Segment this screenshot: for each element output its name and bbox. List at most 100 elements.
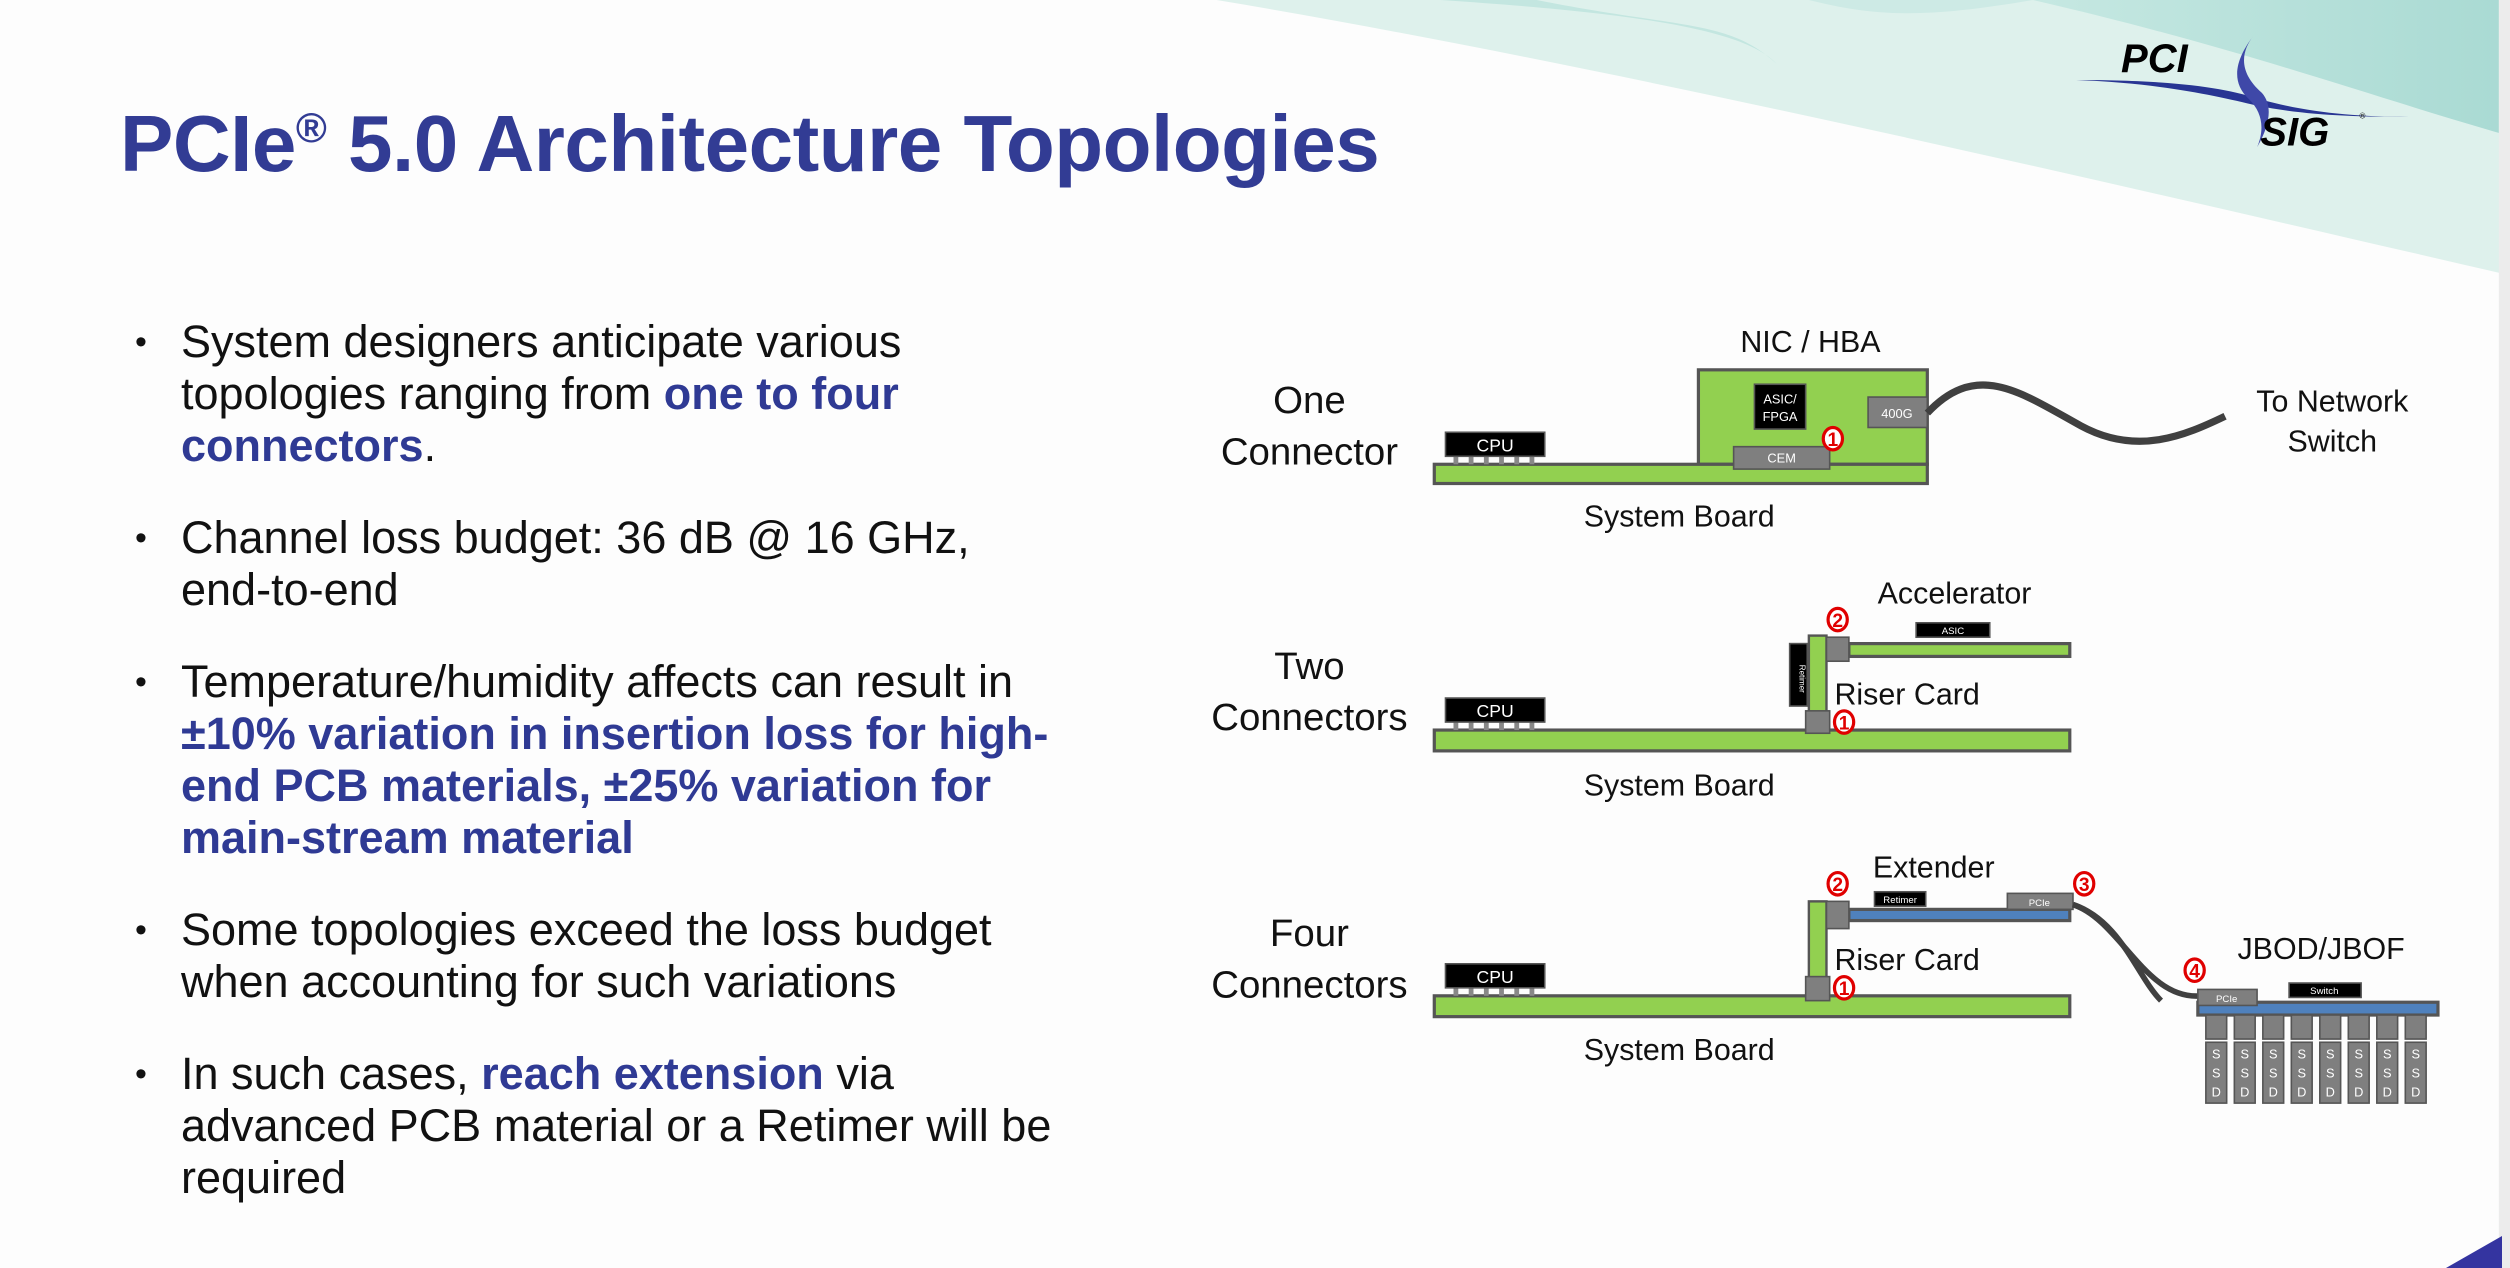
bullet-text: topologies ranging from [181, 368, 664, 419]
connector-number-badge: 2 [1826, 870, 1849, 897]
logo-text-pci: PCI [2121, 37, 2189, 81]
port-400g [1867, 396, 1929, 429]
emphasis-text: end PCB materials, ±25% variation for [181, 760, 991, 811]
svg-text:S: S [2326, 1065, 2335, 1080]
svg-text:System Board: System Board [1584, 1033, 1775, 1067]
svg-text:S: S [2297, 1046, 2306, 1061]
bullet-line: System designers anticipate various [181, 316, 1051, 368]
teal-wave-band [2032, 0, 2510, 137]
svg-text:To Network: To Network [2256, 384, 2409, 418]
svg-text:4: 4 [2189, 961, 2200, 982]
svg-text:Connectors: Connectors [1211, 696, 1407, 739]
bullet-line: when accounting for such variations [181, 956, 1051, 1008]
bullet-icon: • [135, 519, 147, 557]
bullet-text: In such cases, [181, 1048, 482, 1099]
svg-text:2: 2 [1832, 611, 1843, 632]
ssd-drive: SSD [2262, 1014, 2285, 1104]
ssd-drive: SSD [2319, 1014, 2342, 1104]
svg-text:S: S [2411, 1046, 2420, 1061]
bullet-line: Some topologies exceed the loss budget [181, 904, 1051, 956]
bullet-icon: • [135, 1055, 147, 1093]
svg-text:FPGA: FPGA [1763, 409, 1798, 424]
svg-text:Retimer: Retimer [1797, 665, 1806, 693]
bullet-text: when accounting for such variations [181, 956, 897, 1007]
bullet-line: end-to-end [181, 564, 1051, 616]
bullet-line: topologies ranging from one to four [181, 368, 1051, 420]
svg-text:400G: 400G [1881, 406, 1912, 421]
page-title: PCIe® 5.0 Architecture Topologies [120, 99, 1380, 188]
emphasis-text: connectors [181, 420, 424, 471]
svg-text:Two: Two [1274, 645, 1344, 688]
svg-text:1: 1 [1839, 713, 1850, 734]
svg-text:S: S [2297, 1065, 2306, 1080]
bullet-line: Channel loss budget: 36 dB @ 16 GHz, [181, 512, 1051, 564]
emphasis-text: ±10% variation in insertion loss for hig… [181, 708, 1049, 759]
svg-text:CPU: CPU [1477, 701, 1514, 721]
bullet-icon: • [135, 323, 147, 361]
bullet-text: . [423, 420, 437, 471]
two-connectors-diagram: Two Connectors Accelerator ASIC Retimer … [1211, 577, 2072, 803]
pci-sig-logo: PCI SIG ® [2076, 35, 2410, 155]
bullet-icon: • [135, 911, 147, 949]
ssd-drive: SSD [2376, 1014, 2399, 1104]
right-edge [2498, 0, 2510, 1268]
bullet-line: required [181, 1152, 1051, 1204]
bullet-line: end PCB materials, ±25% variation for [181, 760, 1051, 812]
switch-chip [2288, 982, 2362, 999]
svg-text:S: S [2354, 1046, 2363, 1061]
svg-text:System Board: System Board [1584, 500, 1775, 534]
one-connector-diagram: One Connector NIC / HBA ASIC/ FPGA 400G … [1221, 325, 2409, 534]
connector-number-badge: 1 [1821, 425, 1845, 452]
svg-text:D: D [2240, 1085, 2249, 1100]
system-board [1432, 728, 2072, 753]
svg-text:S: S [2240, 1046, 2249, 1061]
svg-text:Switch: Switch [2288, 424, 2378, 458]
corner-triangle [2445, 1235, 2502, 1268]
bullet-line: In such cases, reach extension via [181, 1048, 1051, 1100]
svg-text:1: 1 [1839, 979, 1850, 1000]
svg-text:S: S [2212, 1065, 2221, 1080]
bullet-line: ±10% variation in insertion loss for hig… [181, 708, 1051, 760]
bullet-text: Some topologies exceed the loss budget [181, 904, 992, 955]
pcie-connector [2006, 892, 2074, 911]
svg-text:D: D [2297, 1085, 2306, 1100]
svg-text:System Board: System Board [1584, 769, 1775, 803]
bullet-text: end-to-end [181, 564, 399, 615]
bullet-line: Temperature/humidity affects can result … [181, 656, 1051, 708]
bullet-text: advanced PCB material or a Retimer will … [181, 1100, 1052, 1151]
extender-board [1847, 907, 2072, 923]
svg-text:CPU: CPU [1477, 435, 1514, 455]
svg-text:Connectors: Connectors [1211, 963, 1407, 1006]
retimer-chip [1873, 890, 1927, 907]
teal-wave-dark [1440, 0, 1777, 65]
svg-text:Switch: Switch [2310, 986, 2338, 997]
ssd-drive: SSD [2205, 1014, 2228, 1104]
ssd-drive: SSD [2404, 1014, 2427, 1104]
teal-wave-light [1216, 0, 2510, 276]
bullet-item: • Channel loss budget: 36 dB @ 16 GHz,end… [135, 512, 1051, 616]
svg-text:S: S [2326, 1046, 2335, 1061]
svg-text:Riser Card: Riser Card [1834, 943, 1979, 977]
bullet-icon: • [135, 663, 147, 701]
cem-slot [1732, 445, 1831, 470]
riser-top-connector [1825, 636, 1850, 663]
four-connectors-diagram: Four Connectors Extender Retimer PCIe CP… [1211, 850, 2440, 1104]
svg-text:PCIe: PCIe [2029, 898, 2050, 909]
svg-text:S: S [2354, 1065, 2363, 1080]
svg-text:2: 2 [1832, 875, 1843, 896]
svg-text:D: D [2269, 1085, 2278, 1100]
bullet-line: main-stream material [181, 812, 1051, 864]
svg-text:3: 3 [2079, 875, 2090, 896]
asic-chip [1915, 621, 1991, 639]
svg-text:CPU: CPU [1477, 967, 1514, 987]
connector-number-badge: 1 [1832, 975, 1856, 1001]
ssd-drive: SSD [2290, 1014, 2313, 1104]
bullet-text: Channel loss budget: 36 dB @ 16 GHz, [181, 512, 970, 563]
bullet-text: Temperature/humidity affects can result … [181, 656, 1014, 707]
logo-text-sig: SIG [2260, 111, 2329, 155]
connector-number-badge: 1 [1832, 709, 1856, 735]
